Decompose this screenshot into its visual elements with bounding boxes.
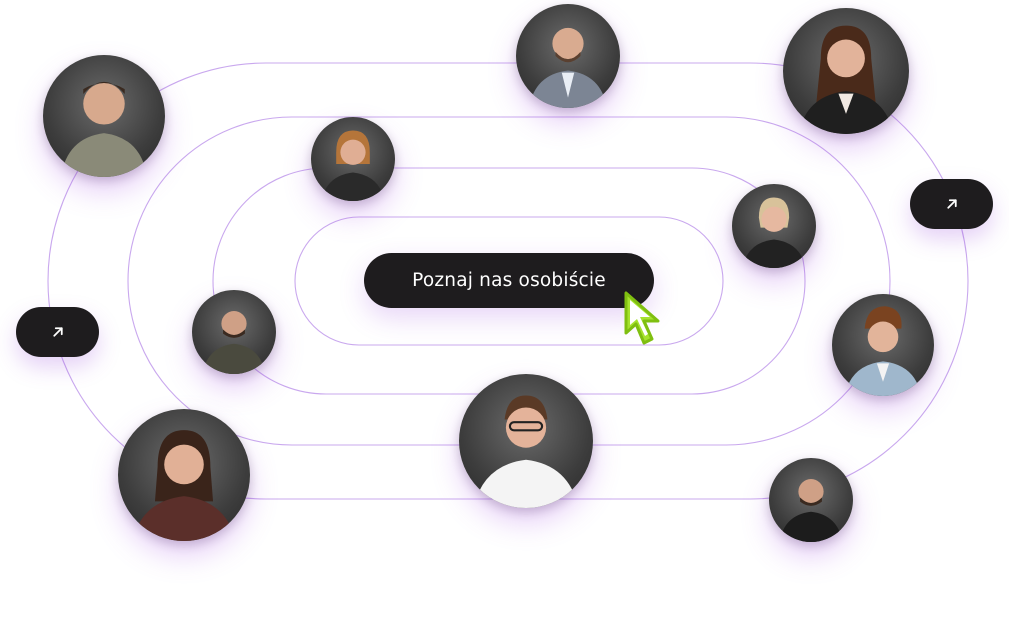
team-member-photo <box>783 8 909 134</box>
team-member-photo <box>832 294 934 396</box>
team-member-photo <box>118 409 250 541</box>
arrow-up-right-icon <box>52 327 63 337</box>
team-member-photo <box>516 4 620 108</box>
team-member-photo <box>311 117 395 201</box>
arrow-link-button-left[interactable] <box>16 307 99 357</box>
team-member-photo <box>192 290 276 374</box>
meet-us-button[interactable]: Poznaj nas osobiście <box>364 253 654 308</box>
team-member-photo <box>769 458 853 542</box>
team-member-photo <box>459 374 593 508</box>
track-1 <box>294 216 724 346</box>
team-member-photo <box>732 184 816 268</box>
team-member-photo <box>43 55 165 177</box>
pointer-cursor-icon <box>624 291 660 345</box>
arrow-link-button-right[interactable] <box>910 179 993 229</box>
arrow-up-right-icon <box>946 199 957 209</box>
